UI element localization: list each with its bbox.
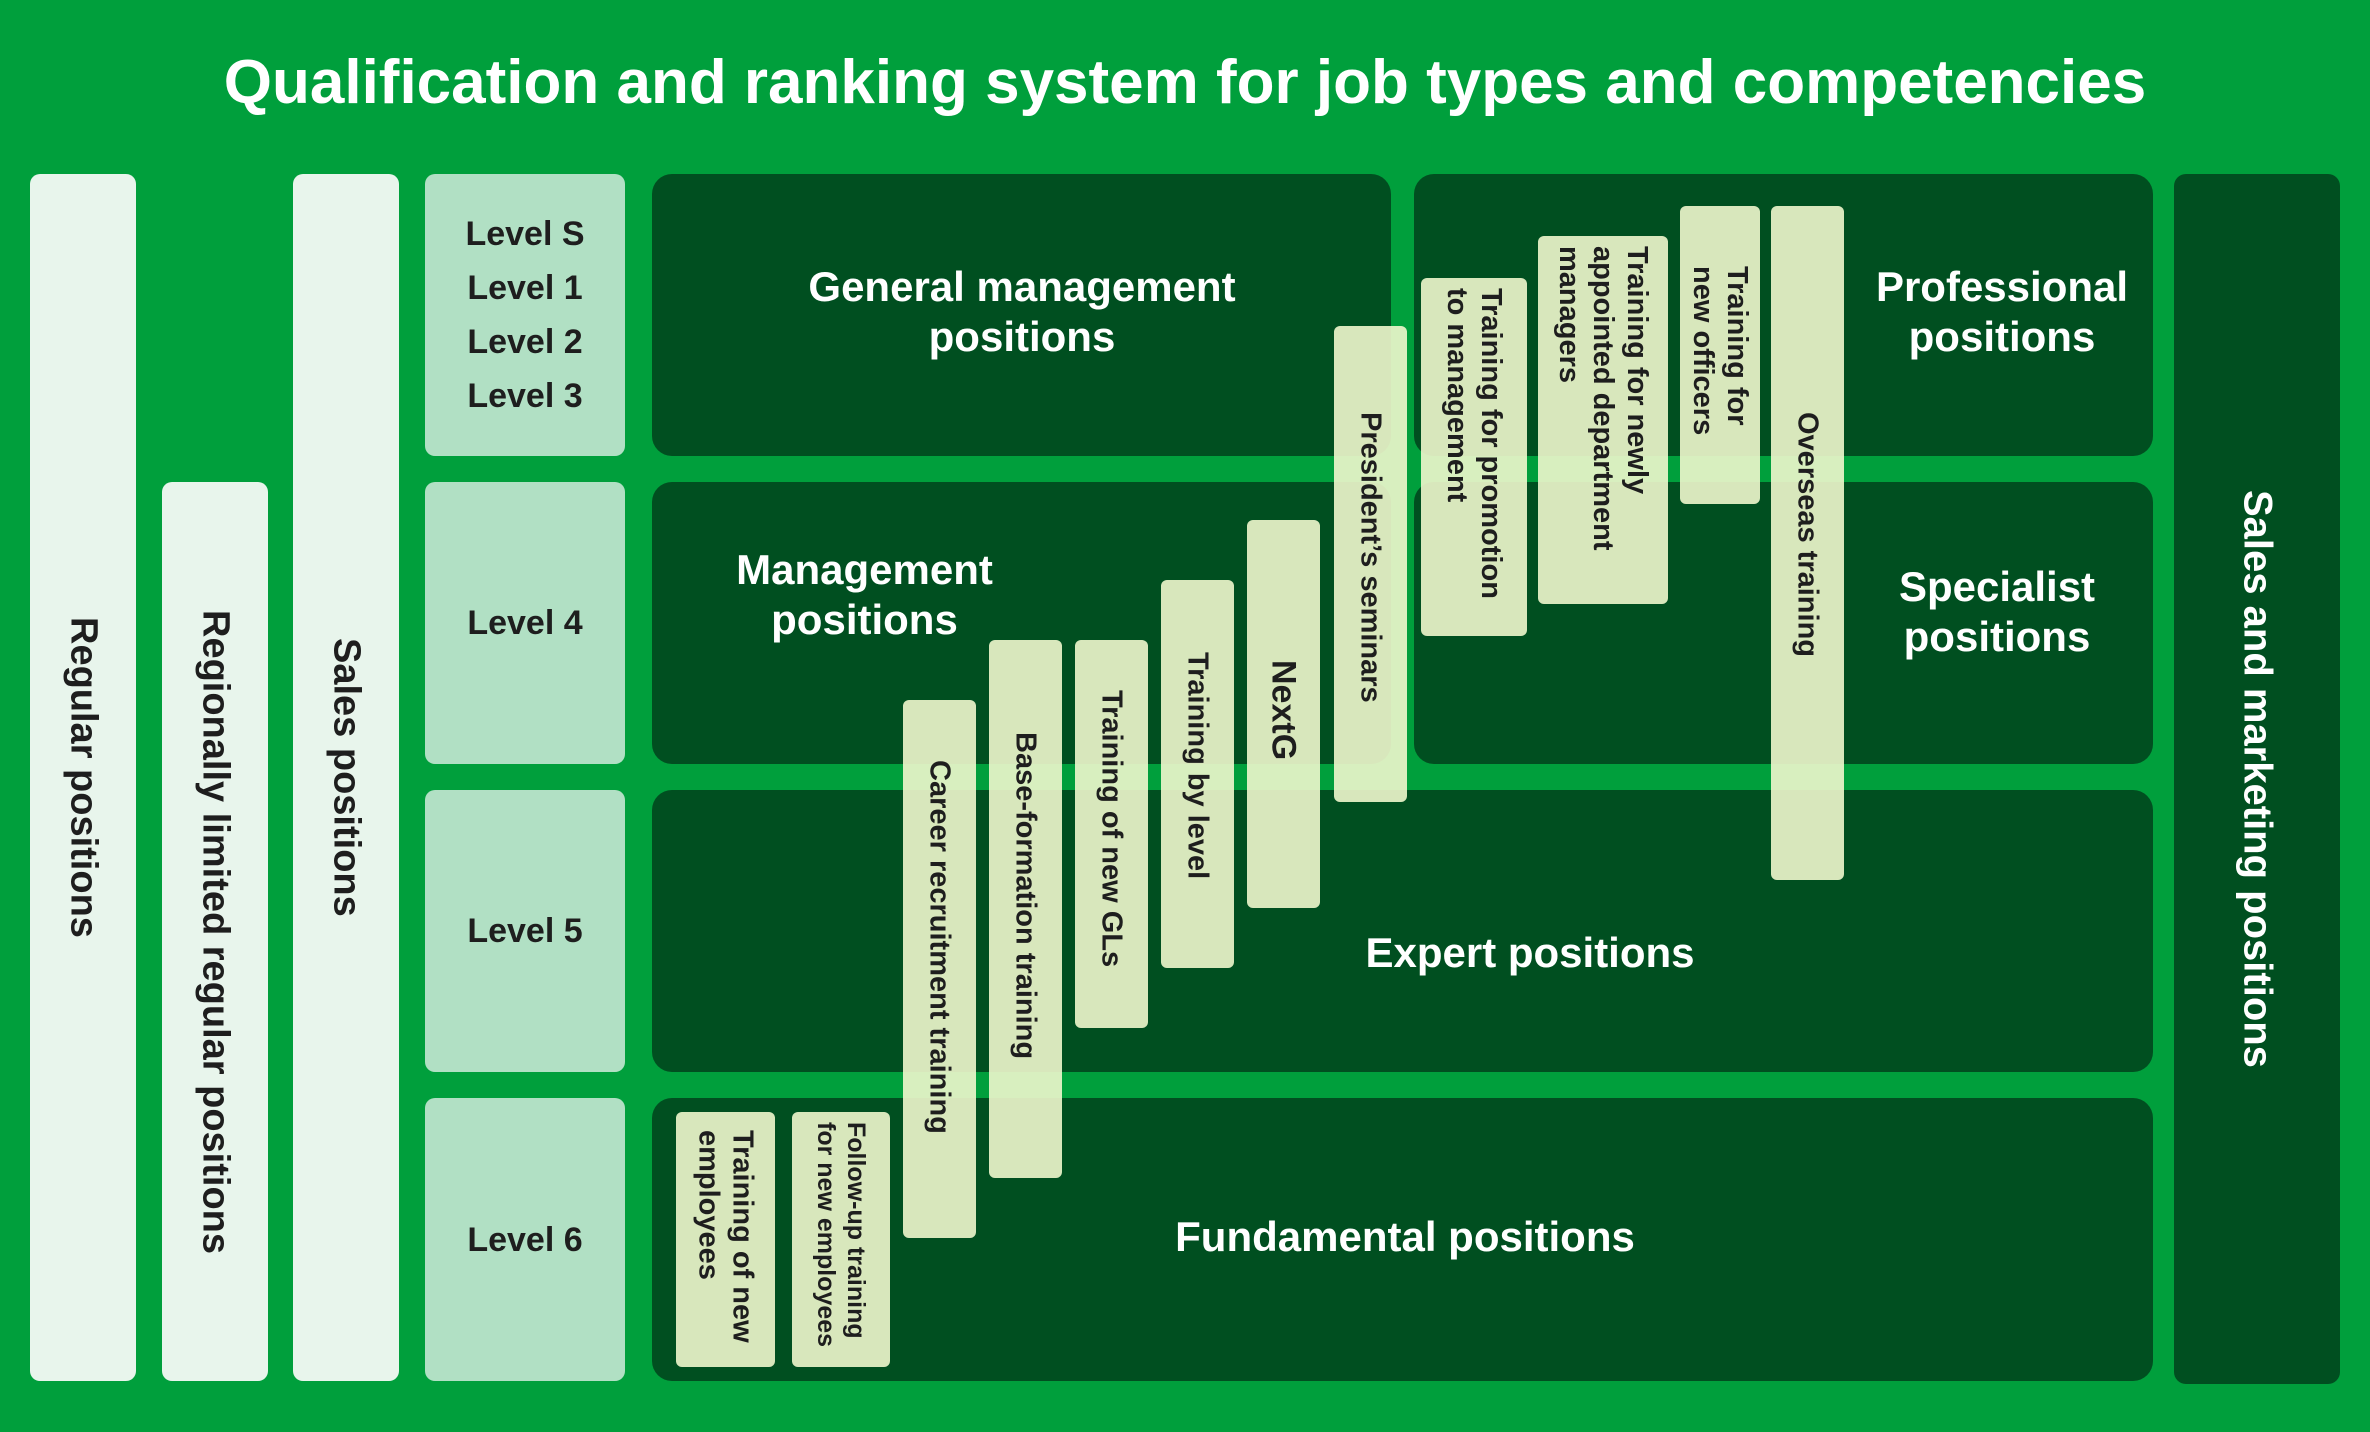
training-new-officers: Training for new officers xyxy=(1680,206,1760,504)
region-label-fundamental: Fundamental positions xyxy=(1175,1213,1635,1260)
training-nextg: NextG xyxy=(1247,520,1320,908)
region-label-general-management: General management positions xyxy=(808,263,1236,360)
training-label: Training of new GLs xyxy=(1095,690,1128,968)
training-label: Training for newly appointed department … xyxy=(1553,246,1653,551)
training-presidents-seminars: President’s seminars xyxy=(1334,326,1407,802)
training-label: Base-formation training xyxy=(1009,732,1042,1060)
region-label-expert: Expert positions xyxy=(1365,929,1695,976)
level-label: Level 4 xyxy=(467,604,583,642)
column-sales-marketing-positions: Sales and marketing positions xyxy=(2174,174,2340,1384)
region-expert xyxy=(652,790,2153,1072)
level-label: Level 5 xyxy=(467,912,583,950)
training-label: Follow-up training for new employees xyxy=(812,1122,870,1348)
training-follow-up: Follow-up training for new employees xyxy=(792,1112,890,1367)
column-label: Regular positions xyxy=(62,617,105,938)
region-label-specialist: Specialist positions xyxy=(1898,563,2096,660)
level-label: Level 3 xyxy=(467,377,583,415)
region-fundamental xyxy=(652,1098,2153,1381)
training-label: Training for new officers xyxy=(1687,266,1753,436)
level-label: Level S xyxy=(465,215,585,253)
training-base-formation: Base-formation training xyxy=(989,640,1062,1178)
level-label: Level 1 xyxy=(467,269,583,307)
column-regular-positions: Regular positions xyxy=(30,174,136,1381)
column-regional-positions: Regionally limited regular positions xyxy=(162,482,268,1381)
column-label: Sales and marketing positions xyxy=(2235,490,2280,1068)
column-label: Sales positions xyxy=(325,638,368,917)
level-label: Level 6 xyxy=(467,1220,583,1259)
training-promotion-management: Training for promotion to management xyxy=(1421,278,1527,636)
level-box-6: Level 6 xyxy=(425,1098,625,1381)
training-label: Training of new employees xyxy=(692,1130,759,1343)
training-label: Training by level xyxy=(1181,652,1214,880)
training-new-employees: Training of new employees xyxy=(676,1112,775,1367)
training-label: Career recruitment training xyxy=(923,760,956,1134)
level-box-5: Level 5 xyxy=(425,790,625,1072)
region-label-management: Management positions xyxy=(736,546,993,643)
training-label: Overseas training xyxy=(1791,412,1824,657)
training-career-recruitment: Career recruitment training xyxy=(903,700,976,1238)
region-label-professional: Professional positions xyxy=(1875,263,2129,360)
training-dept-managers: Training for newly appointed department … xyxy=(1538,236,1668,604)
level-box-top: Level S Level 1 Level 2 Level 3 xyxy=(425,174,625,456)
training-label: NextG xyxy=(1264,660,1303,761)
region-general-management xyxy=(652,174,1391,456)
training-label: Training for promotion to management xyxy=(1441,288,1507,599)
level-box-4: Level 4 xyxy=(425,482,625,764)
level-label: Level 2 xyxy=(467,323,583,361)
training-new-gls: Training of new GLs xyxy=(1075,640,1148,1028)
training-overseas: Overseas training xyxy=(1771,206,1844,880)
column-sales-positions: Sales positions xyxy=(293,174,399,1381)
diagram-title: Qualification and ranking system for job… xyxy=(223,48,2147,117)
training-by-level: Training by level xyxy=(1161,580,1234,968)
training-label: President’s seminars xyxy=(1354,412,1387,703)
column-label: Regionally limited regular positions xyxy=(194,609,237,1254)
